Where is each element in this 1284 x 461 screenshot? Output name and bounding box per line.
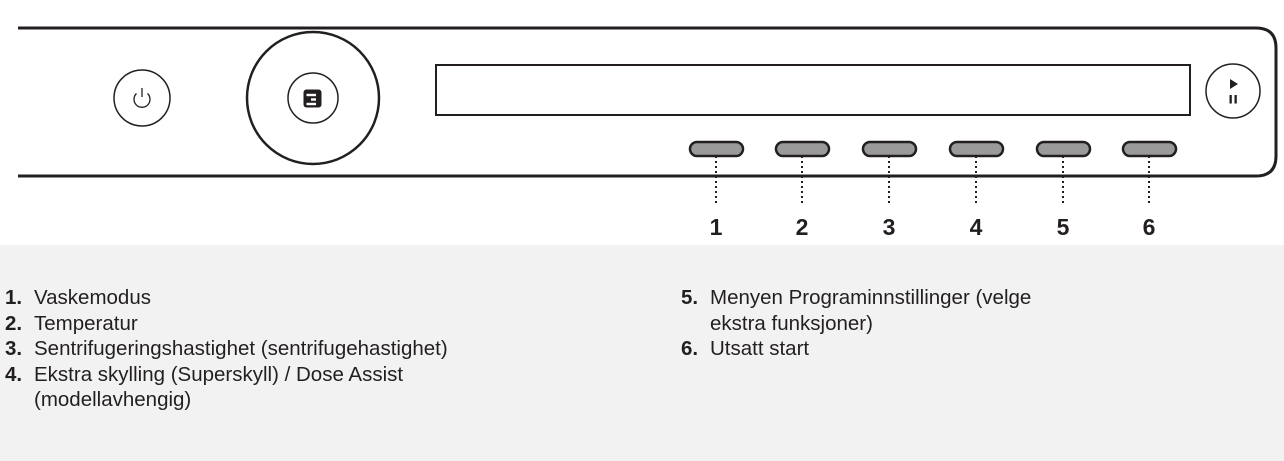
- assistant-button[interactable]: [287, 72, 339, 124]
- control-panel-diagram: [18, 26, 1278, 206]
- callout-number-4: 4: [969, 214, 983, 240]
- legend-item-4: 4. Ekstra skylling (Superskyll) / Dose A…: [5, 362, 504, 413]
- leader-lines: [715, 156, 1150, 206]
- option-button-2[interactable]: [774, 140, 831, 158]
- control-panel-area: [0, 0, 1284, 245]
- legend-label: Sentrifugeringshastighet (sentrifugehast…: [34, 337, 448, 360]
- legend-label: Temperatur: [34, 311, 138, 335]
- display-screen: [435, 64, 1191, 116]
- legend-label: Vaskemodus: [34, 286, 151, 309]
- legend-item-6: 6. Utsatt start: [681, 336, 1201, 362]
- legend-number: 3.: [5, 337, 23, 360]
- legend-item-5: 5. Menyen Programinnstillinger (velge ek…: [681, 285, 1090, 336]
- option-button-1[interactable]: [688, 140, 745, 158]
- option-button-5[interactable]: [1035, 140, 1092, 158]
- power-button[interactable]: [113, 69, 171, 127]
- legend-right-column: 5. Menyen Programinnstillinger (velge ek…: [681, 285, 1201, 362]
- legend-label: Utsatt start: [710, 337, 810, 360]
- legend-number: 6.: [681, 337, 699, 360]
- legend-left-column: 1. Vaskemodus 2. Temperatur 3. Sentrifug…: [5, 285, 625, 413]
- callout-number-6: 6: [1142, 214, 1156, 240]
- legend-item-2: 2. Temperatur: [5, 311, 625, 337]
- option-button-6[interactable]: [1121, 140, 1178, 158]
- aeg-logo-icon: [303, 89, 322, 108]
- option-button-4[interactable]: [948, 140, 1005, 158]
- power-icon: [133, 88, 151, 108]
- callout-number-2: 2: [795, 214, 809, 240]
- callout-number-5: 5: [1056, 214, 1070, 240]
- panel-outline: [18, 26, 1278, 178]
- legend-number: 4.: [5, 362, 23, 386]
- callout-number-3: 3: [882, 214, 896, 240]
- legend-label: Menyen Programinnstillinger (velge ekstr…: [710, 286, 1032, 335]
- legend-item-3: 3. Sentrifugeringshastighet (sentrifugeh…: [5, 336, 625, 362]
- start-pause-button[interactable]: [1205, 63, 1261, 119]
- legend-number: 2.: [5, 311, 23, 335]
- legend-number: 5.: [681, 286, 699, 309]
- legend-label: Ekstra skylling (Superskyll) / Dose Assi…: [34, 362, 404, 412]
- option-button-3[interactable]: [861, 140, 918, 158]
- play-pause-icon: [1229, 79, 1238, 104]
- callout-number-1: 1: [709, 214, 723, 240]
- legend-number: 1.: [5, 286, 23, 309]
- legend-item-1: 1. Vaskemodus: [5, 285, 625, 311]
